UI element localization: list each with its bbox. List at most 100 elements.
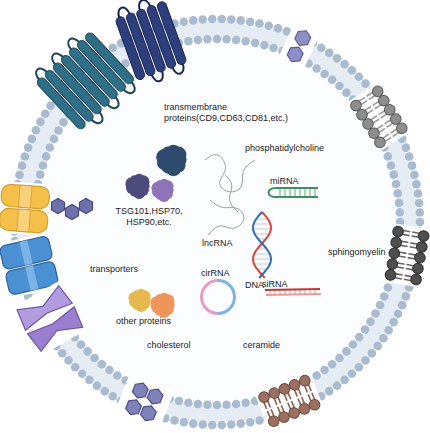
lipid-head: [320, 366, 329, 375]
dna-strand: [253, 212, 271, 278]
transporter-band: [19, 240, 32, 265]
lipid-head: [113, 371, 122, 380]
transmembrane-protein: [112, 0, 190, 88]
component-label: TSG101,HSP70, HSP90,etc.: [108, 206, 190, 228]
lipid-head: [274, 24, 283, 33]
dna-strand: [253, 212, 271, 278]
sphingomyelin-patch: [383, 223, 430, 288]
lipid-head: [213, 35, 222, 44]
lipid-head: [217, 421, 226, 430]
lipid-head: [255, 416, 264, 425]
lipid-head: [374, 342, 383, 351]
lipid-head: [414, 189, 423, 198]
base-pair: [255, 234, 270, 235]
lipid-head: [42, 152, 51, 161]
protein-helix: [156, 1, 187, 66]
rna-arc: [200, 279, 218, 315]
lipid-head: [361, 325, 370, 334]
lipid-head: [388, 247, 400, 259]
lipid-head: [355, 333, 364, 342]
base-pair: [304, 189, 305, 196]
lipid-head: [93, 381, 102, 390]
lipid-head: [50, 135, 59, 144]
lipid-head: [379, 334, 388, 343]
cholesterol-ring: [131, 381, 150, 401]
lipid-head: [15, 171, 24, 180]
tsg101-protein: [156, 145, 186, 177]
transporter-half: [0, 208, 48, 233]
lipid-head: [361, 356, 370, 365]
lipid-head: [194, 36, 203, 45]
lipid-head: [312, 371, 321, 380]
transporter-half: [0, 235, 53, 270]
lipid-head: [41, 109, 50, 118]
base-pair: [254, 264, 270, 265]
lipid-head: [269, 44, 278, 53]
lipid-head: [236, 419, 245, 428]
lncrna-strand: [205, 155, 255, 235]
lipid-head: [208, 421, 217, 430]
lipid-head: [58, 349, 67, 358]
component-label: miRNA: [270, 176, 315, 187]
base-pair: [289, 189, 290, 196]
lipid-head: [257, 390, 271, 404]
bilayer-tails: [24, 29, 410, 415]
lipid-head: [335, 354, 344, 363]
lipid-head: [384, 326, 393, 335]
lipid-head: [105, 366, 114, 375]
lipid-head: [54, 126, 63, 135]
lipid-head: [100, 387, 109, 396]
rna-strand: [266, 294, 321, 295]
lipid-head: [222, 400, 231, 409]
lipid-head: [267, 414, 281, 428]
lipid-head: [203, 400, 212, 409]
lipid-head: [46, 101, 55, 110]
lipid-head: [232, 400, 241, 409]
lipid-head: [46, 143, 55, 152]
lncrna-line: [225, 175, 238, 212]
vesicle-lumen: [37, 42, 397, 402]
lipid-head: [241, 398, 250, 407]
lipid-head: [398, 301, 407, 310]
component-label: cholesterol: [147, 340, 212, 351]
base-pair: [314, 189, 315, 196]
sirna-duplex: [265, 289, 321, 295]
base-pair: [309, 189, 310, 196]
lipid-head: [320, 70, 329, 79]
lipid-head: [325, 387, 334, 396]
lipid-head: [355, 363, 364, 372]
lipid-head: [217, 15, 226, 24]
lipid-head: [170, 416, 179, 425]
component-label: siRNA: [262, 279, 307, 290]
lipid-head: [251, 39, 260, 48]
base-pair: [279, 189, 280, 196]
lipid-head: [24, 143, 33, 152]
lipid-head: [389, 318, 398, 327]
lipid-head: [395, 208, 404, 217]
component-label: phosphatidylcholine: [245, 143, 340, 154]
rna-strand: [265, 289, 320, 290]
rna-strand: [269, 188, 319, 197]
base-pair: [294, 189, 295, 196]
lipid-head: [355, 72, 364, 81]
lipid-head: [410, 273, 422, 285]
base-pair: [284, 189, 285, 196]
lipid-head: [402, 292, 411, 301]
protein-subunit: [163, 151, 181, 169]
lipid-head: [180, 418, 189, 427]
protein-subunit: [156, 298, 170, 312]
lipid-head: [342, 347, 351, 356]
circrna-ring: [200, 279, 236, 315]
lipid-head: [198, 420, 207, 429]
lipid-head: [392, 225, 404, 237]
lipid-head: [393, 189, 402, 198]
lipid-head: [384, 152, 393, 161]
lipid-head: [175, 397, 184, 406]
lipid-head: [36, 118, 45, 127]
lipid-head: [59, 118, 68, 127]
lipid-head: [317, 44, 326, 53]
lipid-head: [189, 16, 198, 25]
lipid-head: [64, 356, 73, 365]
lipid-head: [380, 292, 389, 301]
protein-subunit: [131, 179, 145, 193]
